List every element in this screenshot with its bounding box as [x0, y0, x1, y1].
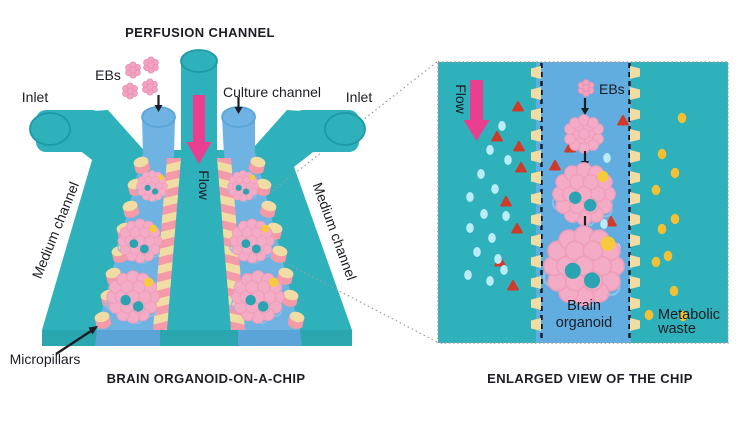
channel-front-left [95, 330, 160, 346]
micropillars-label: Micropillars [10, 351, 81, 367]
inlet-right-label: Inlet [346, 89, 373, 105]
flow-label: Flow [453, 84, 469, 114]
flow-arrow-icon [463, 80, 490, 141]
zoom-connector-bottom [275, 257, 438, 343]
enlarged-view: Flow EBs Brain organoid Metabolic waste … [437, 61, 729, 386]
flow-label: Flow [196, 170, 212, 200]
brain-organoid-label-line1: Brain [567, 298, 601, 314]
waste-legend-dot [644, 309, 654, 321]
flow-arrow-icon [186, 95, 212, 164]
eb-sphere [564, 114, 604, 154]
metabolic-waste-label-line1: Metabolic [658, 307, 720, 323]
culture-tube-left [141, 106, 176, 155]
channel-front-right [238, 330, 302, 346]
micropillars-pointer-arrow [55, 326, 98, 356]
brain-organoid-label-line2: organoid [556, 315, 612, 331]
culture-tube-right [221, 106, 256, 155]
enlarged-view-border [437, 61, 729, 344]
inlet-port-cap [324, 112, 366, 146]
ebs-label: EBs [95, 67, 121, 83]
inlet-left-label: Inlet [22, 89, 49, 105]
left-caption: BRAIN ORGANOID-ON-A-CHIP [107, 371, 306, 386]
eb-icon [577, 79, 595, 97]
culture-channel-label: Culture channel [223, 84, 321, 100]
right-caption: ENLARGED VIEW OF THE CHIP [487, 371, 693, 386]
metabolic-waste-label-line2: waste [657, 321, 696, 337]
chip-schematic: PERFUSION CHANNEL Inlet Inlet EBs Cultur… [10, 25, 438, 386]
ebs-label: EBs [599, 81, 625, 97]
perfusion-channel-title: PERFUSION CHANNEL [125, 25, 275, 40]
ebs-cluster [122, 56, 159, 100]
micropillar-band-left-inner [153, 158, 181, 330]
zoom-connector-top [261, 61, 438, 200]
inlet-port-cap [29, 112, 71, 146]
